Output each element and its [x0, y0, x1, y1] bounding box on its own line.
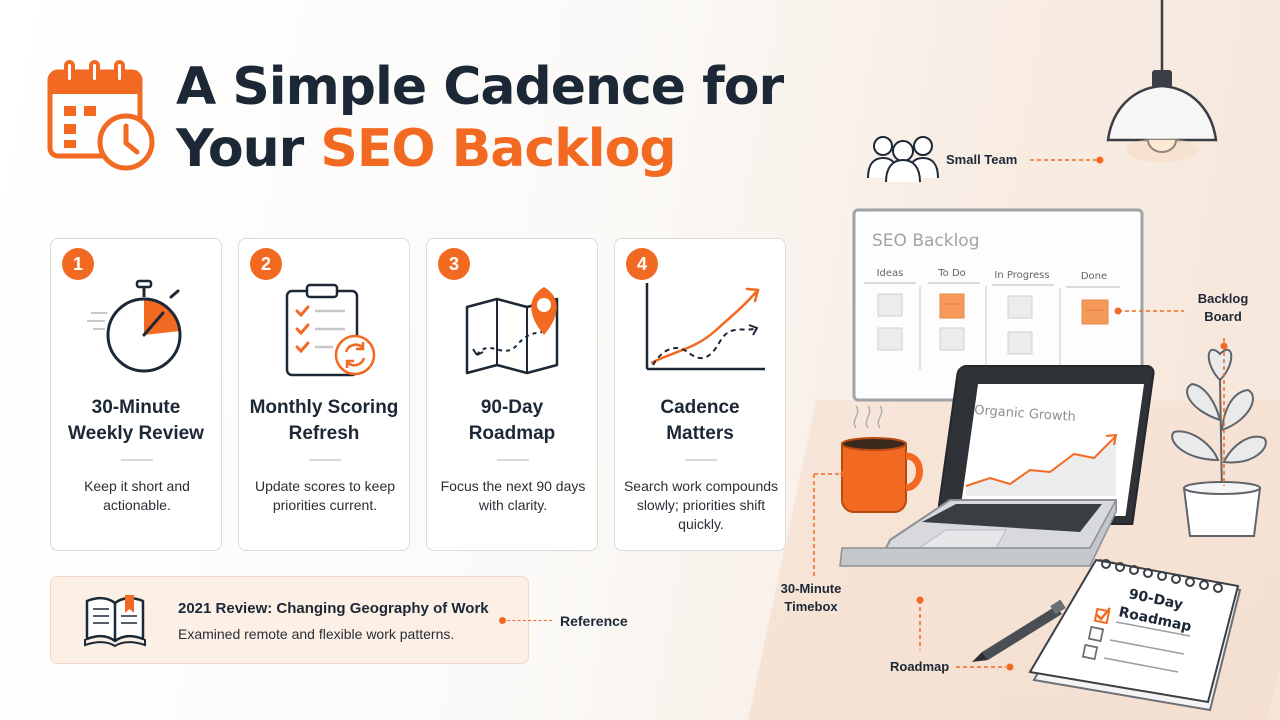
reference-leader-line: [502, 620, 552, 621]
card-monthly-scoring: 2 Monthly Scoring Refresh Update scores …: [238, 238, 410, 551]
coffee-mug-icon: [841, 405, 923, 513]
board-column-todo: To Do: [937, 268, 966, 279]
card-number: 3: [438, 248, 470, 280]
clipboard-refresh-icon: [285, 283, 376, 377]
workspace-illustration: SEO Backlog Ideas To Do In Progress Done: [760, 0, 1280, 720]
stopwatch-icon: [87, 279, 182, 373]
board-column-done: Done: [1081, 271, 1107, 282]
card-divider: [497, 459, 529, 461]
pen-icon: [972, 599, 1066, 662]
notebook-icon: 90-Day Roadmap: [1028, 558, 1242, 712]
card-weekly-review: 1 30-Minute Weekly Review Keep it short …: [50, 238, 222, 551]
board-title: SEO Backlog: [872, 231, 980, 251]
reference-label: Reference: [560, 613, 628, 629]
board-column-ideas: Ideas: [877, 268, 904, 279]
card-title: 30-Minute Weekly Review: [68, 397, 204, 444]
backlog-board: SEO Backlog Ideas To Do In Progress Done: [852, 208, 1144, 402]
card-divider: [685, 459, 717, 461]
title-line-2: Your SEO Backlog: [176, 118, 796, 180]
card-roadmap: 3 90-Day Roadmap Focus the next 90 days …: [426, 238, 598, 551]
title-line-2-plain: Your: [176, 119, 321, 179]
growth-chart-icon: [645, 283, 765, 371]
card-divider: [309, 459, 341, 461]
card-number: 2: [250, 248, 282, 280]
calendar-clock-icon: [47, 60, 155, 171]
card-number: 4: [626, 248, 658, 280]
reference-subtitle: Examined remote and flexible work patter…: [178, 626, 455, 642]
title-line-2-accent: SEO Backlog: [320, 119, 676, 179]
roadmap-label: Roadmap: [890, 659, 950, 674]
title-line-1: A Simple Cadence for: [176, 57, 784, 117]
timebox-label: 30-Minute Timebox: [780, 581, 842, 614]
laptop-chart-title: Organic Growth: [974, 403, 1077, 425]
map-pin-icon: [465, 287, 559, 375]
card-description: Search work compounds slowly; priorities…: [623, 478, 779, 532]
card-description: Focus the next 90 days with clarity.: [440, 478, 586, 513]
workspace-scene: SEO Backlog Ideas To Do In Progress Done: [813, 0, 1267, 712]
card-title: 90-Day Roadmap: [468, 397, 556, 444]
card-cadence-matters: 4 Cadence Matters Search work compounds …: [614, 238, 786, 551]
laptop-icon: Organic Growth: [839, 365, 1155, 567]
open-book-icon: [84, 595, 146, 648]
card-divider: [121, 459, 153, 461]
card-title: Cadence Matters: [660, 397, 740, 444]
card-description: Keep it short and actionable.: [84, 478, 190, 513]
pendant-lamp-icon: [1106, 0, 1218, 162]
plant-icon: [1171, 348, 1267, 537]
backlog-board-label: Backlog Board: [1197, 291, 1249, 324]
reference-title: 2021 Review: Changing Geography of Work: [178, 600, 489, 617]
card-title: Monthly Scoring Refresh: [249, 397, 399, 444]
page-title: A Simple Cadence for Your SEO Backlog: [176, 56, 796, 180]
board-column-progress: In Progress: [994, 270, 1049, 281]
team-icon: [867, 136, 939, 183]
card-description: Update scores to keep priorities current…: [254, 478, 396, 513]
small-team-label: Small Team: [946, 152, 1018, 167]
reference-box: 2021 Review: Changing Geography of Work …: [50, 576, 529, 664]
card-number: 1: [62, 248, 94, 280]
